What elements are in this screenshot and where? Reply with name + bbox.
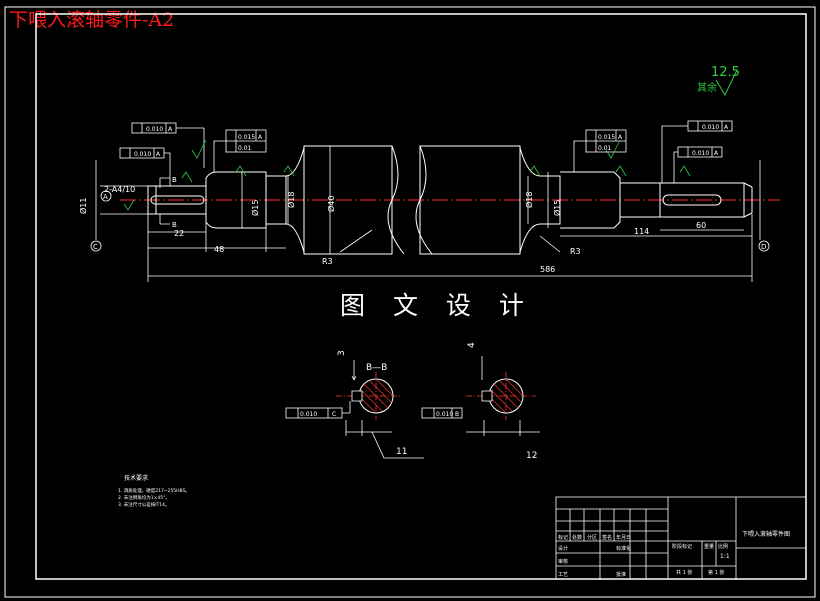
datum-a-label: A [103, 193, 108, 201]
tol-left-mid-datum: A [156, 151, 161, 158]
tb-part-name: 下喂入滚轴零件图 [742, 530, 790, 538]
tol-sec-left: 0.010 [300, 411, 317, 418]
dim-48: 48 [214, 245, 224, 254]
title-block [555, 496, 807, 580]
radius-right: R3 [570, 247, 581, 256]
tb-review: 审核 [558, 558, 568, 565]
tolerance-frames [119, 120, 733, 186]
svg-text:其余: 其余 [697, 81, 717, 94]
tol-sec-left-datum: C [332, 411, 336, 418]
global-roughness: 12.5 其余 [697, 65, 740, 97]
dim-586: 586 [540, 265, 555, 274]
dimension-lines [95, 146, 761, 282]
dia-15-right: Ø15 [552, 200, 562, 216]
tb-sheet-num: 第 1 张 [708, 569, 724, 576]
watermark: 图 文 设 计 [340, 291, 534, 320]
tb-sign: 签名 [602, 534, 612, 541]
tech-req-3: 3. 未注尺寸公差按IT14。 [118, 501, 170, 508]
radius-left: R3 [322, 257, 333, 266]
dim-22: 22 [174, 229, 184, 238]
sec-width-right: 12 [526, 451, 537, 461]
dia-18-right: Ø18 [524, 192, 534, 208]
dia-15-left: Ø15 [250, 200, 260, 216]
section-view-left [285, 360, 424, 459]
sec-width-left: 11 [396, 447, 407, 457]
roughness-symbols [123, 139, 691, 211]
tb-standard: 标准化 [616, 545, 631, 552]
key-spec-left: 2-A4/10 [104, 185, 135, 194]
tol-right-runout-datum: A [618, 134, 623, 141]
shaft-right [419, 145, 753, 255]
tol-left-mid: 0.010 [134, 151, 151, 158]
tb-sheet-total: 共 1 张 [676, 569, 692, 576]
tb-weight: 重量 [704, 543, 714, 550]
tol-right-top-datum: A [724, 124, 729, 131]
tb-scale-label: 比例 [718, 543, 728, 550]
tech-req-2: 2. 未注倒角均为1×45°。 [118, 494, 170, 501]
tech-requirements: 技术要求 1. 调质处理，硬度217~255HBS。 2. 未注倒角均为1×45… [118, 474, 190, 508]
section-view-right [421, 356, 540, 436]
section-label: B—B [366, 363, 387, 373]
tol-right-cyl: 0.01 [598, 145, 612, 152]
dim-114: 114 [634, 227, 649, 236]
tol-sec-right-datum: B [455, 411, 459, 418]
datum-d-label: D [761, 243, 766, 251]
tb-zone: 分区 [587, 534, 597, 541]
tb-count: 处数 [572, 534, 582, 541]
tb-date: 年月日 [616, 534, 631, 541]
svg-text:12.5: 12.5 [711, 65, 740, 80]
tol-left-top-datum: A [168, 126, 173, 133]
tol-right-runout: 0.015 [598, 134, 615, 141]
tb-process: 工艺 [558, 572, 568, 578]
tb-approve: 批准 [616, 571, 626, 578]
datum-c-label: C [93, 243, 98, 251]
tol-sec-right: 0.010 [436, 411, 453, 418]
tol-left-runout-datum: A [258, 134, 263, 141]
section-b-bottom: B [172, 221, 177, 229]
tol-right-mid-datum: A [714, 150, 719, 157]
dia-left: Ø11 [78, 198, 88, 214]
outer-border [4, 6, 816, 598]
datum-markers [90, 177, 770, 252]
sec-depth-left: 3 [337, 350, 347, 356]
tol-left-cyl: 0.01 [238, 145, 252, 152]
tech-req-heading: 技术要求 [124, 474, 148, 482]
tb-mark: 标记 [558, 534, 568, 541]
tol-right-mid: 0.010 [692, 150, 709, 157]
section-b-top: B [172, 176, 177, 184]
dia-18-left: Ø18 [286, 192, 296, 208]
tech-req-1: 1. 调质处理，硬度217~255HBS。 [118, 487, 190, 494]
shaft-left [147, 145, 393, 255]
dim-60: 60 [696, 221, 706, 230]
tb-stage: 阶段标记 [672, 543, 692, 550]
inner-border [35, 13, 807, 580]
dia-40: Ø40 [326, 196, 336, 212]
tb-design: 设计 [558, 545, 568, 552]
tol-left-runout: 0.015 [238, 134, 255, 141]
tb-scale: 1:1 [720, 553, 730, 560]
tol-left-top: 0.010 [146, 126, 163, 133]
sec-depth-right: 4 [467, 342, 477, 348]
tol-right-top: 0.010 [702, 124, 719, 131]
